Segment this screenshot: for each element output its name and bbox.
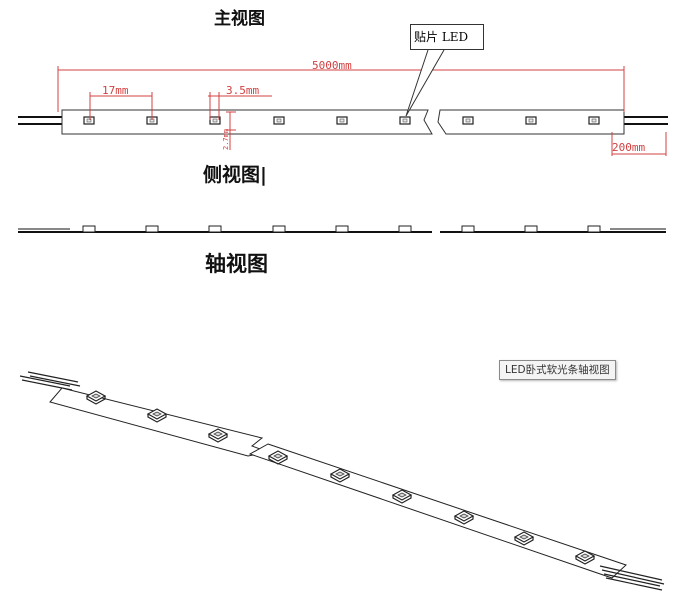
side-led-5 bbox=[335, 225, 349, 233]
iso-led-5 bbox=[329, 468, 351, 483]
strip-body-left bbox=[61, 109, 433, 135]
front-led-4 bbox=[273, 116, 285, 125]
iso-led-row bbox=[85, 390, 596, 565]
front-led-1 bbox=[83, 116, 95, 125]
side-led-7 bbox=[461, 225, 475, 233]
iso-led-1 bbox=[85, 390, 107, 405]
iso-led-6 bbox=[391, 489, 413, 504]
side-view bbox=[18, 225, 666, 233]
front-led-8 bbox=[525, 116, 537, 125]
isometric-view-label: LED卧式软光条轴视图 bbox=[499, 360, 616, 380]
iso-led-3 bbox=[207, 428, 229, 443]
dim-led-width: 3.5mm bbox=[226, 84, 259, 97]
side-led-1 bbox=[82, 225, 96, 233]
side-led-8 bbox=[524, 225, 538, 233]
callout-pointer bbox=[405, 49, 445, 117]
front-led-7 bbox=[462, 116, 474, 125]
iso-strip-segment-1 bbox=[49, 387, 270, 457]
dim-strip-width: 2.7mm bbox=[222, 129, 230, 150]
iso-strip-segment-2 bbox=[248, 443, 627, 579]
iso-led-7 bbox=[453, 510, 475, 525]
iso-led-9 bbox=[574, 550, 596, 565]
axial-view-title: 轴视图 bbox=[205, 252, 268, 276]
iso-led-8 bbox=[513, 531, 535, 546]
side-led-2 bbox=[145, 225, 159, 233]
front-led-6 bbox=[399, 116, 411, 125]
side-led-6 bbox=[398, 225, 412, 233]
front-led-9 bbox=[588, 116, 600, 125]
side-led-4 bbox=[272, 225, 286, 233]
side-led-row bbox=[82, 225, 601, 233]
dim-total-length: 5000mm bbox=[312, 59, 352, 72]
front-led-5 bbox=[336, 116, 348, 125]
front-led-3 bbox=[209, 116, 221, 125]
dim-pitch: 17mm bbox=[102, 84, 129, 97]
side-led-3 bbox=[208, 225, 222, 233]
iso-led-2 bbox=[146, 408, 168, 423]
front-view-title: 主视图 bbox=[214, 9, 265, 29]
isometric-view bbox=[19, 371, 665, 591]
smd-led-callout: 贴片 LED bbox=[410, 24, 484, 50]
front-view: 5000mm 17mm 3.5mm 2.7mm 200mm bbox=[18, 49, 668, 156]
side-view-title: 侧视图| bbox=[203, 164, 267, 186]
dim-lead-length: 200mm bbox=[612, 141, 645, 154]
side-led-9 bbox=[587, 225, 601, 233]
iso-led-4 bbox=[267, 450, 289, 465]
